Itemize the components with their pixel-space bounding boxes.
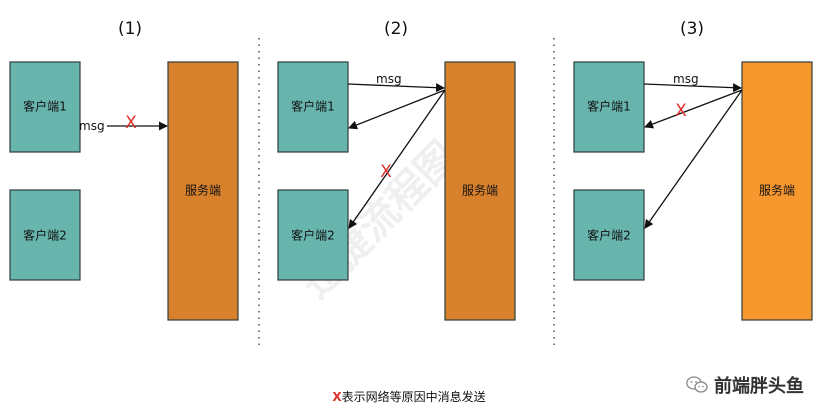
fail-mark: X: [675, 101, 687, 121]
msg-label: msg: [79, 119, 105, 133]
server-box: 服务端: [444, 61, 516, 321]
client-2-label: 客户端2: [291, 228, 335, 243]
panel-1: (1) 客户端1 客户端2 服务端 msg X: [9, 19, 239, 321]
server-label: 服务端: [759, 183, 795, 198]
msg-arrow: [643, 83, 742, 93]
panel-2-label: (2): [384, 19, 408, 39]
msg-label: msg: [673, 72, 699, 86]
msg-arrow: [347, 83, 445, 93]
brand-name: 前端胖头鱼: [714, 376, 804, 397]
server-label: 服务端: [185, 183, 221, 198]
panel-3: (3) 客户端1 客户端2 服务端 msg X: [573, 19, 813, 321]
wechat-icon: [686, 376, 708, 393]
caption-mark: X: [332, 390, 342, 404]
client-1-box: 客户端1: [277, 61, 349, 153]
fail-mark: X: [380, 162, 392, 182]
client-1-box: 客户端1: [9, 61, 81, 153]
panel-2: (2) 客户端1 客户端2 服务端 msg X: [277, 19, 516, 321]
client-2-box: 客户端2: [9, 189, 81, 281]
client-2-label: 客户端2: [587, 228, 631, 243]
forward-arrow-client-2: [644, 89, 743, 229]
msg-label: msg: [376, 72, 402, 86]
server-label: 服务端: [462, 183, 498, 198]
panel-1-label: (1): [118, 19, 142, 39]
client-1-label: 客户端1: [291, 99, 335, 114]
fail-mark: X: [125, 113, 137, 133]
client-1-label: 客户端1: [587, 99, 631, 114]
client-1-label: 客户端1: [23, 99, 67, 114]
forward-arrow-client-1: [644, 89, 743, 129]
forward-arrow-client-1: [348, 89, 446, 130]
brand: 前端胖头鱼: [686, 372, 804, 398]
caption-text: 表示网络等原因中消息发送: [341, 390, 486, 404]
client-2-label: 客户端2: [23, 228, 67, 243]
panel-3-label: (3): [680, 19, 704, 39]
client-2-box: 客户端2: [277, 189, 349, 281]
client-1-box: 客户端1: [573, 61, 645, 153]
server-box: 服务端: [167, 61, 239, 321]
forward-arrow-client-2: [348, 89, 446, 229]
caption: X表示网络等原因中消息发送: [0, 388, 818, 405]
client-2-box: 客户端2: [573, 189, 645, 281]
server-box: 服务端: [741, 61, 813, 321]
